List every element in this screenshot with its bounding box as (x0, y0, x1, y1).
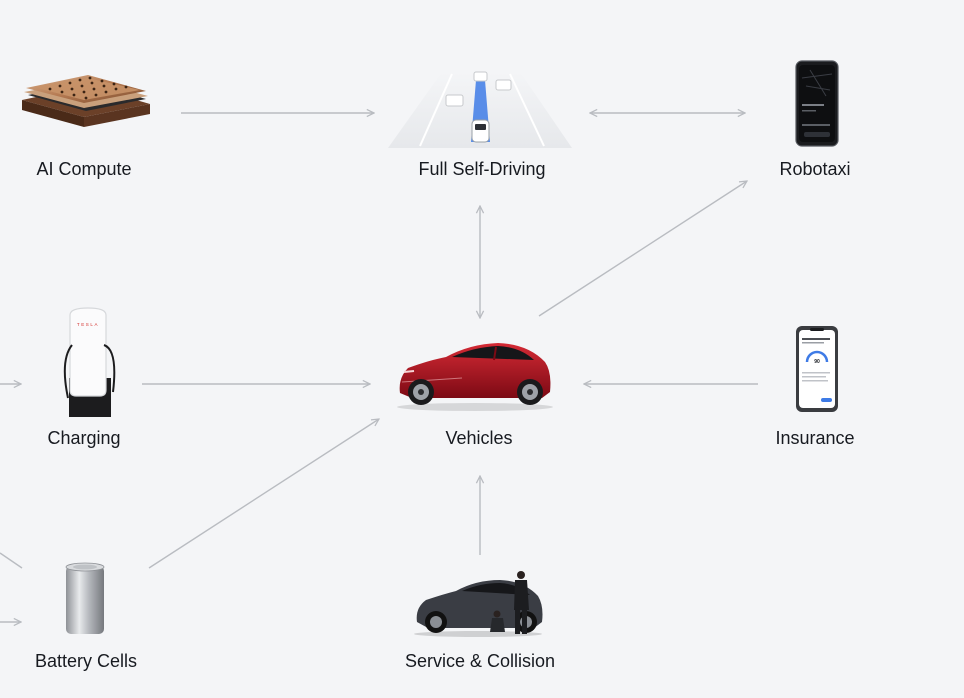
robotaxi-phone-image (795, 60, 839, 147)
red-vehicle-image (397, 343, 553, 411)
insurance-node: 90 Insurance (775, 326, 855, 448)
arrow-battery-to-vehicles (148, 419, 379, 569)
fsd-road-image (388, 71, 572, 148)
battery-label: Battery Cells (35, 651, 137, 671)
battery-node: Battery Cells (35, 562, 137, 671)
ai-compute-node: AI Compute (22, 75, 150, 179)
ai-compute-chip-image (22, 75, 150, 127)
arrow-offscreen-diagonal (0, 552, 23, 569)
robotaxi-node: Robotaxi (779, 60, 851, 179)
charger-brand-text: TESLA (77, 322, 99, 327)
fsd-label: Full Self-Driving (418, 159, 545, 179)
insurance-phone-image: 90 (796, 326, 838, 412)
charging-node: TESLA Charging (47, 307, 121, 448)
ai-compute-label: AI Compute (36, 159, 131, 179)
service-node: Service & Collision (405, 571, 555, 671)
charging-label: Charging (47, 428, 120, 448)
battery-cell-image (65, 562, 105, 634)
arrow-vehicles-to-robotaxi (538, 181, 747, 317)
insurance-label: Insurance (775, 428, 854, 448)
robotaxi-label: Robotaxi (779, 159, 850, 179)
fsd-node: Full Self-Driving (388, 71, 572, 179)
vehicles-label: Vehicles (445, 428, 512, 448)
vehicles-node: Vehicles (397, 343, 553, 448)
service-vehicle-image (414, 571, 543, 637)
insurance-safety-score: 90 (814, 359, 820, 365)
arrows (0, 113, 758, 622)
service-label: Service & Collision (405, 651, 555, 671)
supercharger-image: TESLA (63, 307, 116, 417)
